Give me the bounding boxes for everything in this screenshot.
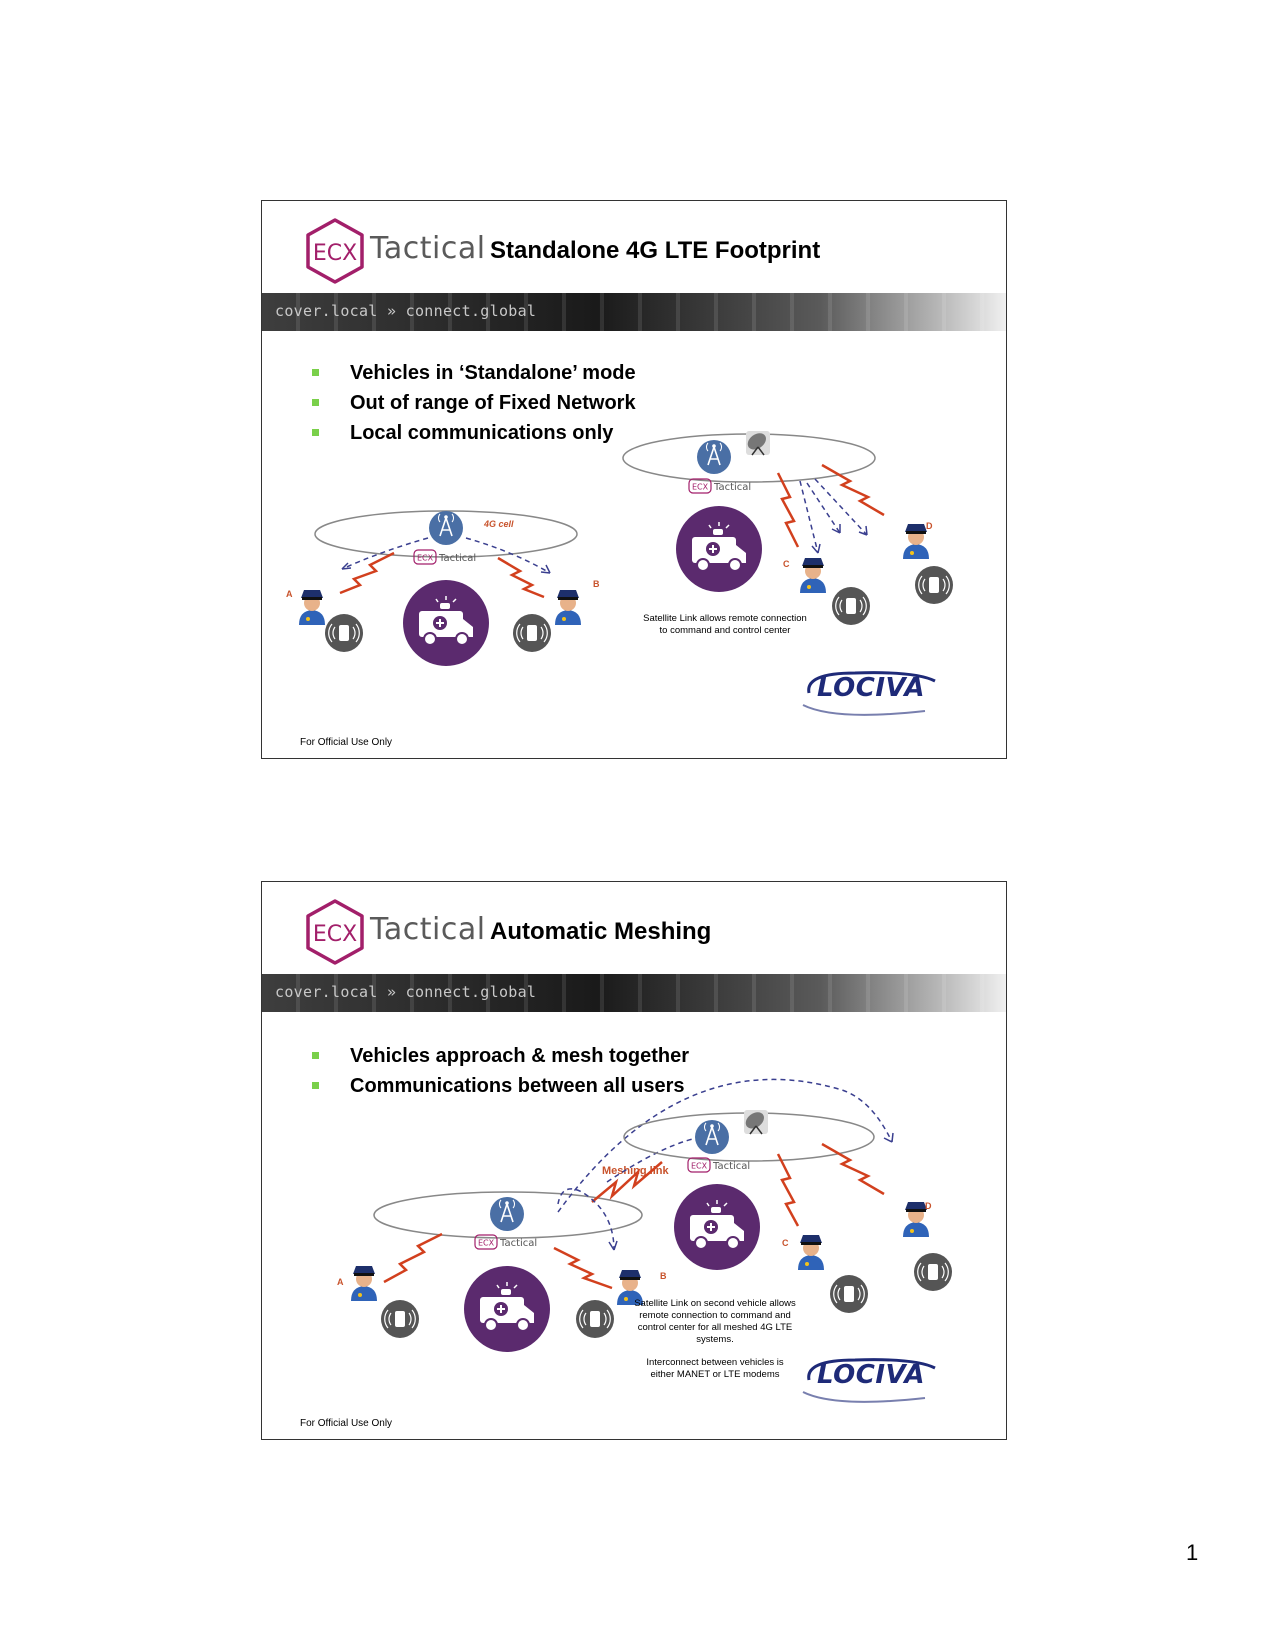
bullet-square-icon xyxy=(312,399,319,406)
interconnect-caption: Interconnect between vehicles is either … xyxy=(646,1357,784,1380)
tagline-banner: cover.local » connect.global xyxy=(262,293,1006,331)
banner-text: cover.local » connect.global xyxy=(275,983,537,1001)
bullet-item: Vehicles approach & mesh together xyxy=(312,1044,689,1074)
radio-icon xyxy=(512,613,552,653)
svg-text:Tactical: Tactical xyxy=(713,482,751,493)
svg-text:Tactical: Tactical xyxy=(438,553,476,564)
ecx-logo-icon: ECX xyxy=(304,217,366,285)
svg-text:ECX: ECX xyxy=(313,241,357,266)
cell-tower-icon xyxy=(489,1196,525,1232)
bullet-square-icon xyxy=(312,1052,319,1059)
bullet-list: Vehicles in ‘Standalone’ mode Out of ran… xyxy=(312,361,636,451)
ambulance-icon xyxy=(463,1265,551,1353)
svg-text:ECX: ECX xyxy=(478,1239,495,1248)
user-label-c: C xyxy=(783,559,790,569)
lociva-wordmark: LOCIVA xyxy=(817,1360,925,1390)
svg-text:Tactical: Tactical xyxy=(712,1161,750,1172)
bullet-item: Communications between all users xyxy=(312,1074,689,1104)
footer-note: For Official Use Only xyxy=(300,737,393,748)
radio-icon xyxy=(575,1299,615,1339)
svg-text:Tactical: Tactical xyxy=(499,1238,537,1249)
officer-icon xyxy=(351,1266,377,1301)
slide-standalone: ECX Tactical Standalone 4G LTE Footprint… xyxy=(261,200,1007,759)
cell-coverage-ring xyxy=(373,1191,643,1239)
radio-icon xyxy=(324,613,364,653)
bullet-item: Out of range of Fixed Network xyxy=(312,391,636,421)
lociva-wordmark: LOCIVA xyxy=(817,673,925,703)
brand-tactical: Tactical xyxy=(370,231,486,266)
user-label-a: A xyxy=(286,589,293,599)
lociva-logo: LOCIVA xyxy=(795,1352,945,1408)
satellite-dish-icon xyxy=(741,1108,769,1135)
network-diagram: ECX Tactical A B Meshing link ECX Tactic… xyxy=(337,1078,953,1353)
cell-tower-icon xyxy=(428,510,464,546)
radio-icon xyxy=(913,1252,953,1292)
user-label-b: B xyxy=(660,1271,667,1281)
user-label-c: C xyxy=(782,1238,789,1248)
cell-tower-icon xyxy=(696,439,732,475)
footer-note: For Official Use Only xyxy=(300,1418,393,1429)
slide-header: ECX Tactical Automatic Meshing xyxy=(262,882,1006,974)
bullet-item: Local communications only xyxy=(312,421,636,451)
banner-text: cover.local » connect.global xyxy=(275,302,537,320)
mesh-label: Meshing link xyxy=(602,1165,670,1177)
svg-text:ECX: ECX xyxy=(313,922,357,947)
radio-icon xyxy=(829,1274,869,1314)
bullet-square-icon xyxy=(312,1082,319,1089)
tagline-banner: cover.local » connect.global xyxy=(262,974,1006,1012)
satellite-caption: Satellite Link on second vehicle allows … xyxy=(634,1298,796,1345)
officer-icon xyxy=(555,590,581,625)
officer-icon xyxy=(299,590,325,625)
svg-text:ECX: ECX xyxy=(691,1162,708,1171)
mini-brand: ECX Tactical xyxy=(687,1157,750,1173)
radio-icon xyxy=(380,1299,420,1339)
brand-tactical: Tactical xyxy=(370,912,486,947)
user-label-d: D xyxy=(925,1201,932,1211)
bullet-square-icon xyxy=(312,429,319,436)
ambulance-icon xyxy=(673,1183,761,1271)
slide-title: Automatic Meshing xyxy=(490,918,712,945)
user-label-b: B xyxy=(593,579,600,589)
user-label-a: A xyxy=(337,1277,344,1287)
bullet-list: Vehicles approach & mesh together Commun… xyxy=(312,1044,689,1104)
cell-tower-icon xyxy=(694,1119,730,1155)
mini-brand: ECX Tactical xyxy=(474,1234,537,1250)
slide-title: Standalone 4G LTE Footprint xyxy=(490,237,821,264)
slide-automatic-meshing: ECX Tactical Automatic Meshing cover.loc… xyxy=(261,881,1007,1440)
radio-icon xyxy=(831,586,871,626)
officer-icon xyxy=(798,1235,824,1270)
bullet-square-icon xyxy=(312,369,319,376)
page-number: 1 xyxy=(1186,1540,1199,1565)
cell-label: 4G cell xyxy=(483,519,514,529)
satellite-dish-icon xyxy=(743,429,771,456)
officer-icon xyxy=(800,558,826,593)
lociva-logo: LOCIVA xyxy=(795,665,945,721)
svg-text:ECX: ECX xyxy=(417,554,434,563)
ambulance-icon xyxy=(675,505,763,593)
user-label-d: D xyxy=(926,521,933,531)
slide-header: ECX Tactical Standalone 4G LTE Footprint xyxy=(262,201,1006,293)
ambulance-icon xyxy=(402,579,490,667)
mini-brand: ECX Tactical xyxy=(688,478,751,494)
svg-text:ECX: ECX xyxy=(692,483,709,492)
radio-icon xyxy=(914,565,954,605)
satellite-caption: Satellite Link allows remote connection … xyxy=(643,613,807,636)
network-diagram: 4G cell A B ECX Tactical ECX Tactical xyxy=(286,429,954,667)
ecx-logo-icon: ECX xyxy=(304,898,366,966)
bullet-item: Vehicles in ‘Standalone’ mode xyxy=(312,361,636,391)
mini-brand: ECX Tactical xyxy=(413,549,476,565)
